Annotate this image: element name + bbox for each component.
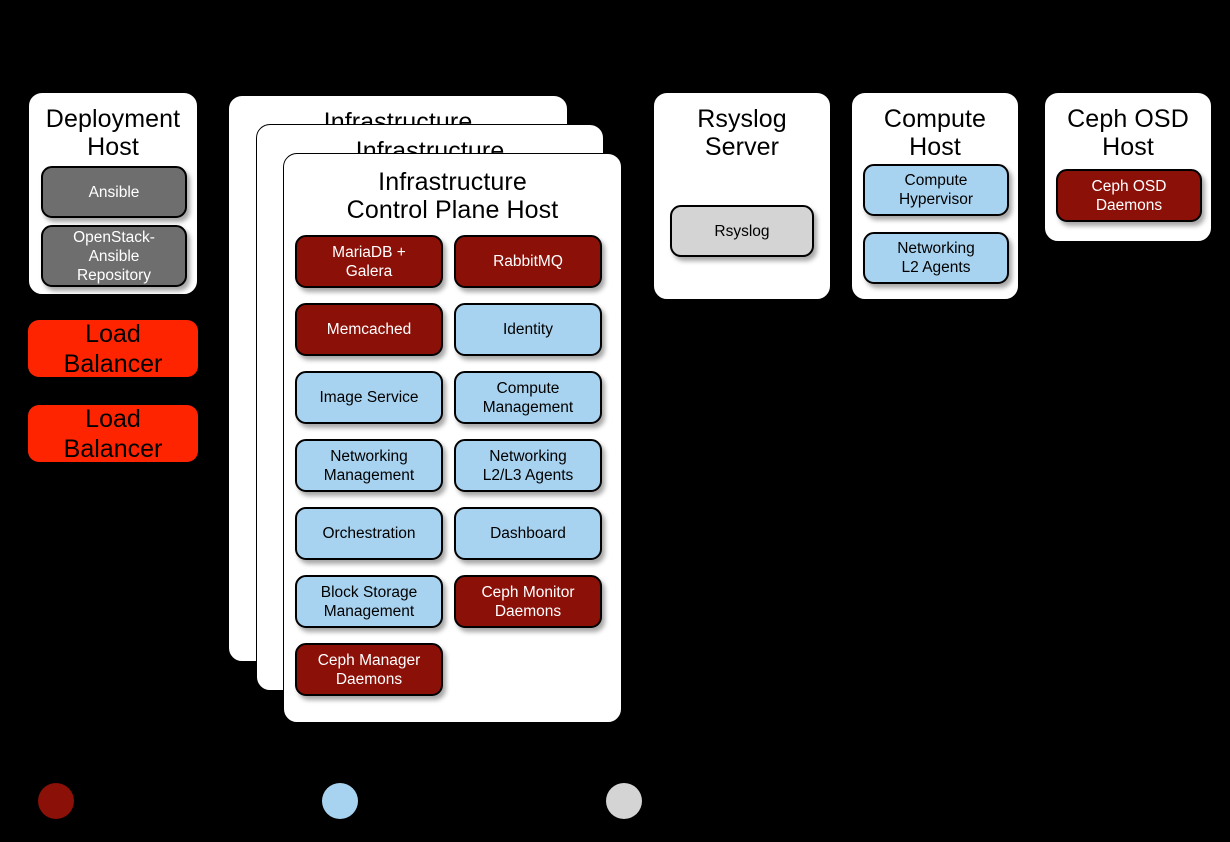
service-networking-l2-l3-agents: Networking L2/L3 Agents	[454, 439, 602, 492]
service-memcached: Memcached	[295, 303, 443, 356]
service-compute-hypervisor: Compute Hypervisor	[863, 164, 1009, 216]
legend-dot-blue	[322, 783, 358, 819]
compute-host-card: Compute Host Compute Hypervisor Networki…	[851, 92, 1019, 300]
compute-host-title: Compute Host	[883, 105, 987, 161]
legend-dot-gray	[606, 783, 642, 819]
infrastructure-control-plane-host-card: Infrastructure Control Plane Host MariaD…	[283, 153, 622, 723]
service-rsyslog: Rsyslog	[670, 205, 814, 257]
rsyslog-server-card: Rsyslog Server Rsyslog	[653, 92, 831, 300]
ceph-osd-host-card: Ceph OSD Host Ceph OSD Daemons	[1044, 92, 1212, 242]
service-mariadb-galera: MariaDB + Galera	[295, 235, 443, 288]
service-block-storage-management: Block Storage Management	[295, 575, 443, 628]
load-balancer-1: Load Balancer	[28, 320, 198, 378]
service-rabbitmq: RabbitMQ	[454, 235, 602, 288]
service-networking-l2-agents: Networking L2 Agents	[863, 232, 1009, 284]
deployment-host-card: Deployment Host Ansible OpenStack- Ansib…	[28, 92, 198, 295]
load-balancer-2: Load Balancer	[28, 405, 198, 463]
ceph-osd-host-title: Ceph OSD Host	[1067, 105, 1189, 161]
service-image-service: Image Service	[295, 371, 443, 424]
service-orchestration: Orchestration	[295, 507, 443, 560]
infrastructure-control-plane-host-title: Infrastructure Control Plane Host	[346, 168, 559, 224]
legend-dot-red	[38, 783, 74, 819]
rsyslog-server-title: Rsyslog Server	[697, 105, 787, 161]
service-ceph-osd-daemons: Ceph OSD Daemons	[1056, 169, 1202, 222]
service-compute-management: Compute Management	[454, 371, 602, 424]
service-ceph-monitor-daemons: Ceph Monitor Daemons	[454, 575, 602, 628]
service-identity: Identity	[454, 303, 602, 356]
deployment-host-title: Deployment Host	[45, 105, 181, 161]
service-networking-management: Networking Management	[295, 439, 443, 492]
service-ansible: Ansible	[41, 166, 187, 218]
service-ceph-manager-daemons: Ceph Manager Daemons	[295, 643, 443, 696]
service-openstack-ansible-repository: OpenStack- Ansible Repository	[41, 225, 187, 287]
service-dashboard: Dashboard	[454, 507, 602, 560]
